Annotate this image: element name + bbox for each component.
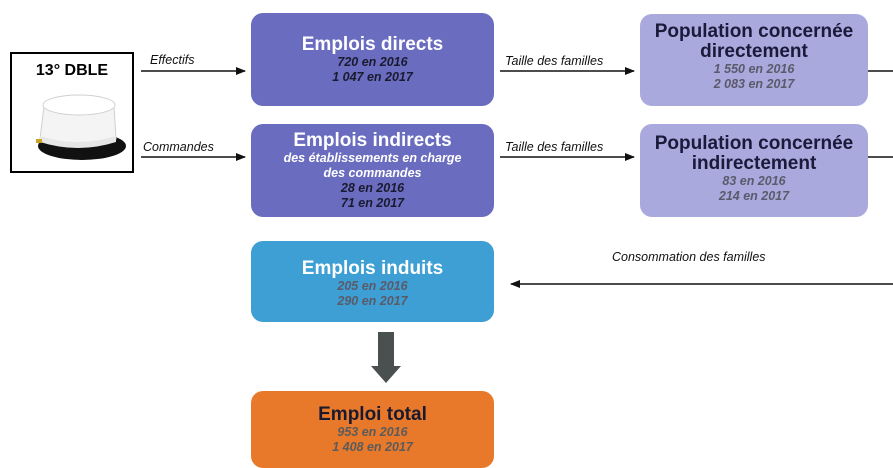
unit-label: 13° DBLE xyxy=(35,62,109,79)
emplois-directs-2016: 720 en 2016 xyxy=(337,55,408,69)
emplois-indirects-subtitle-2: des commandes xyxy=(323,166,422,180)
emplois-indirects-2017: 71 en 2017 xyxy=(340,196,405,210)
edge-label-effectifs: Effectifs xyxy=(150,53,195,67)
population-directe-title-1: Population concernée xyxy=(654,21,854,42)
unit-logo: 13° DBLE xyxy=(10,52,134,173)
population-directe-2017: 2 083 en 2017 xyxy=(713,77,795,91)
edge-label-taille-1: Taille des familles xyxy=(505,54,604,68)
emplois-directs-title: Emplois directs xyxy=(301,34,444,55)
emplois-induits-box: Emplois induits 205 en 2016 290 en 2017 xyxy=(251,241,494,322)
emplois-directs-box: Emplois directs 720 en 2016 1 047 en 201… xyxy=(251,13,494,106)
emplois-induits-2017: 290 en 2017 xyxy=(337,294,408,308)
kepi-icon xyxy=(36,94,126,160)
population-indirecte-title-1: Population concernée xyxy=(654,133,854,154)
population-indirecte-2017: 214 en 2017 xyxy=(718,189,790,203)
emplois-induits-title: Emplois induits xyxy=(301,258,444,279)
emplois-directs-2017: 1 047 en 2017 xyxy=(332,70,413,84)
population-directe-title-2: directement xyxy=(700,41,808,62)
emploi-total-box: Emploi total 953 en 2016 1 408 en 2017 xyxy=(251,391,494,468)
edge-label-commandes: Commandes xyxy=(143,140,214,154)
emplois-induits-2016: 205 en 2016 xyxy=(337,279,408,293)
population-indirecte-box: Population concernée indirectement 83 en… xyxy=(640,124,868,217)
emplois-indirects-subtitle-1: des établissements en charge xyxy=(283,151,462,165)
population-directe-box: Population concernée directement 1 550 e… xyxy=(640,14,868,106)
edge-label-taille-2: Taille des familles xyxy=(505,140,604,154)
down-arrow-total xyxy=(371,332,401,383)
emploi-total-2016: 953 en 2016 xyxy=(337,425,408,439)
emplois-indirects-box: Emplois indirects des établissements en … xyxy=(251,124,494,217)
edge-label-consommation: Consommation des familles xyxy=(612,250,766,264)
population-directe-2016: 1 550 en 2016 xyxy=(713,62,795,76)
emploi-total-title: Emploi total xyxy=(318,404,427,425)
emplois-indirects-title: Emplois indirects xyxy=(293,130,452,151)
population-indirecte-title-2: indirectement xyxy=(691,153,817,174)
emplois-indirects-2016: 28 en 2016 xyxy=(340,181,405,195)
population-indirecte-2016: 83 en 2016 xyxy=(722,174,786,188)
emploi-total-2017: 1 408 en 2017 xyxy=(332,440,413,454)
